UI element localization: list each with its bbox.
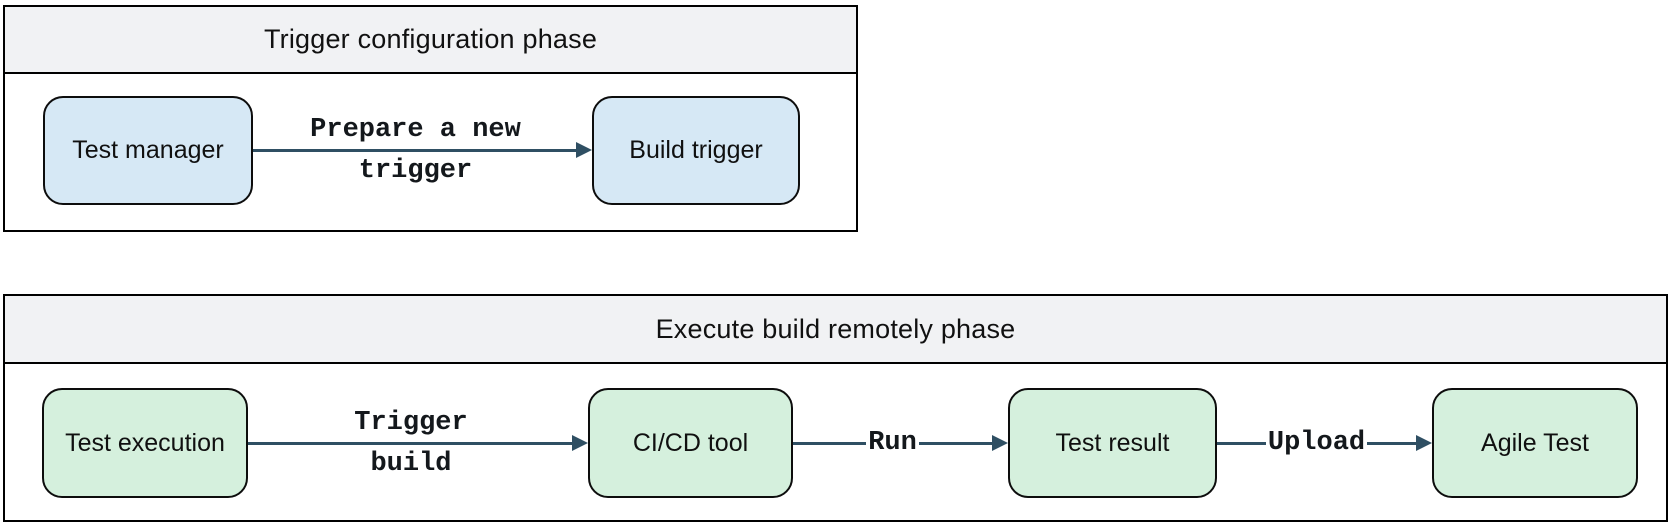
node-test-execution: Test execution	[42, 388, 248, 498]
node-test-manager: Test manager	[43, 96, 253, 205]
phase-trigger-configuration: Trigger configuration phase Test manager…	[3, 5, 858, 232]
edge-label-line-2: trigger	[358, 156, 473, 186]
node-build-trigger: Build trigger	[592, 96, 800, 205]
node-label: CI/CD tool	[632, 428, 749, 457]
edge-label: Run	[868, 428, 917, 458]
edge-label-line-2: build	[370, 449, 452, 479]
edge-line	[1367, 441, 1416, 445]
edge-upload: Upload	[1217, 403, 1432, 483]
edge-run: Run	[793, 403, 1009, 483]
node-label: Test manager	[72, 136, 224, 164]
edge-line	[1217, 441, 1266, 445]
edge-label-line-1: Prepare a new	[310, 115, 521, 145]
arrowhead-icon	[992, 435, 1009, 451]
arrowhead-icon	[576, 142, 592, 158]
phase-execute-build-remotely: Execute build remotely phase Test execut…	[3, 294, 1668, 522]
edge-line	[793, 441, 867, 445]
node-test-result: Test result	[1008, 388, 1217, 498]
phase-header: Trigger configuration phase	[5, 7, 856, 74]
node-agile-test: Agile Test	[1432, 388, 1638, 498]
edge-label-line-1: Trigger	[354, 408, 468, 438]
edge-prepare-a-new-trigger: Prepare a new trigger	[253, 110, 592, 190]
node-label: Test result	[1055, 428, 1170, 457]
edge-label: Upload	[1267, 428, 1366, 458]
arrowhead-icon	[572, 435, 588, 451]
node-label: Test execution	[65, 428, 225, 457]
phase-title: Execute build remotely phase	[655, 313, 1016, 344]
phase-title: Trigger configuration phase	[263, 24, 598, 54]
node-label: Build trigger	[629, 136, 763, 164]
edge-line	[248, 441, 574, 445]
edge-line	[253, 148, 578, 152]
node-label: Agile Test	[1481, 428, 1589, 457]
edge-line	[918, 441, 993, 445]
edge-trigger-build: Trigger build	[248, 403, 588, 483]
arrowhead-icon	[1416, 435, 1432, 451]
node-cicd-tool: CI/CD tool	[588, 388, 793, 498]
phase-header: Execute build remotely phase	[5, 296, 1666, 364]
